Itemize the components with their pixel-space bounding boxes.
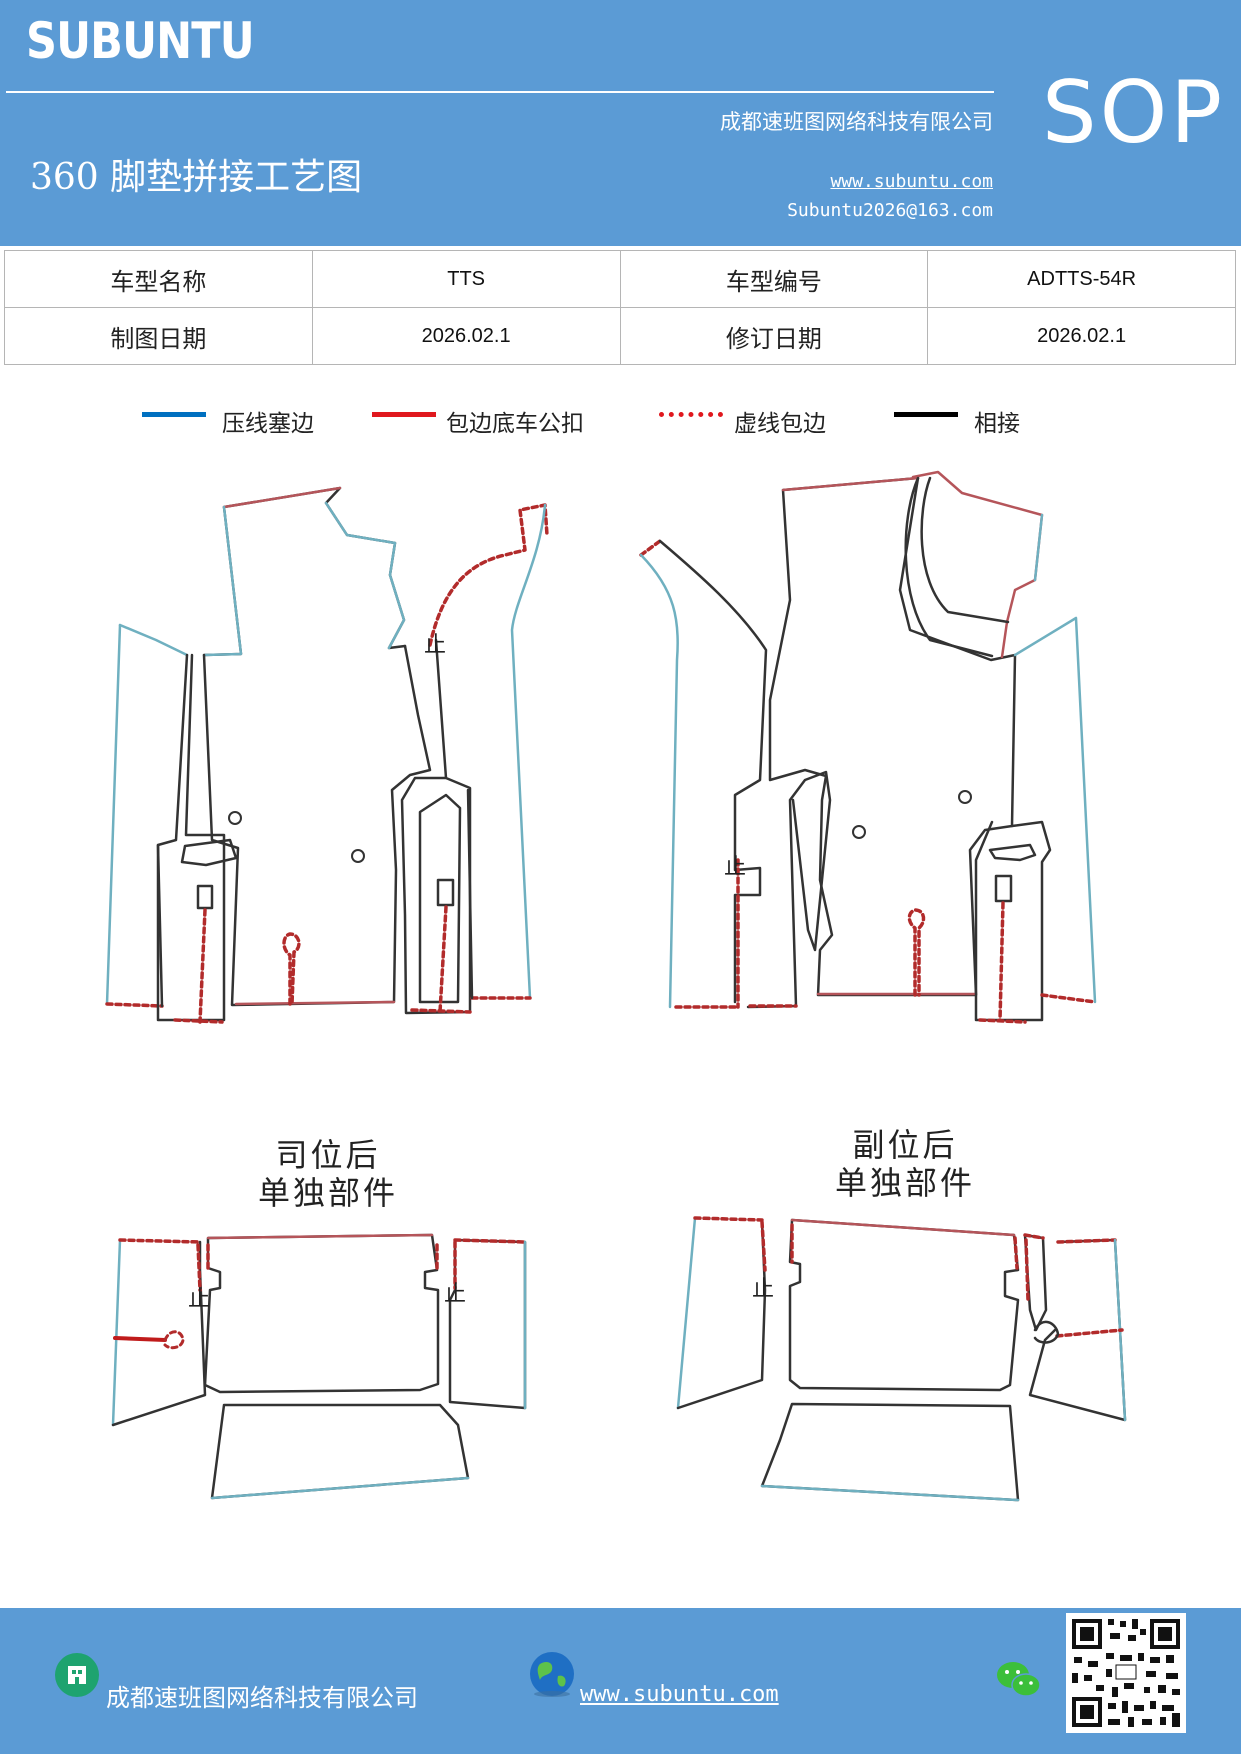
revise-date-value: 2026.02.1	[927, 307, 1236, 365]
passenger-front-mat: 止	[639, 470, 1097, 1024]
floor-mat-splicing-diagram: 止	[105, 470, 1127, 1502]
legend-label: 虚线包边	[734, 411, 826, 437]
draw-date-label: 制图日期	[4, 307, 313, 365]
caption-line: 单独部件	[834, 1164, 975, 1202]
model-name-value: TTS	[311, 250, 621, 308]
table-row: 车型名称 TTS 车型编号 ADTTS-54R	[4, 250, 1236, 308]
revise-date-label: 修订日期	[619, 307, 929, 365]
legend-swatch	[372, 412, 436, 417]
header-company-name: 成都速班图网络科技有限公司	[720, 110, 993, 134]
legend-label: 压线塞边	[222, 411, 314, 437]
model-code-label: 车型编号	[619, 250, 929, 308]
driver-rear-caption: 司位后 单独部件	[226, 1136, 430, 1212]
document-title: 360 脚垫拼接工艺图	[30, 157, 363, 198]
header-website-link[interactable]: www.subuntu.com	[830, 171, 993, 192]
legend-swatch	[659, 412, 723, 417]
driver-front-mat: 止	[105, 486, 549, 1024]
svg-text:止: 止	[752, 1277, 774, 1302]
svg-text:止: 止	[444, 1282, 466, 1307]
legend-swatch	[142, 412, 206, 417]
footer-banner: 成都速班图网络科技有限公司 www.subuntu.com	[0, 1608, 1241, 1754]
brand-logo: SUBUNTU	[26, 12, 255, 70]
header-email: Subuntu2026@163.com	[787, 200, 993, 221]
svg-text:止: 止	[188, 1287, 210, 1312]
legend-label: 相接	[974, 411, 1020, 437]
header-divider	[6, 91, 994, 93]
table-row: 制图日期 2026.02.1 修订日期 2026.02.1	[4, 307, 1236, 365]
svg-text:止: 止	[724, 855, 746, 880]
model-name-label: 车型名称	[4, 250, 313, 308]
footer-company-name: 成都速班图网络科技有限公司	[106, 1684, 418, 1712]
passenger-rear-mat: 止	[676, 1216, 1127, 1502]
svg-text:止: 止	[424, 633, 446, 658]
legend-swatch	[894, 412, 958, 417]
globe-icon	[530, 1652, 574, 1697]
wechat-icon[interactable]	[996, 1660, 1042, 1700]
qr-code	[1066, 1613, 1186, 1733]
caption-line: 副位后	[852, 1126, 958, 1164]
header-banner: SUBUNTU 成都速班图网络科技有限公司 360 脚垫拼接工艺图 www.su…	[0, 0, 1241, 246]
legend: 压线塞边 包边底车公扣 虚线包边 相接	[0, 404, 1241, 440]
building-icon	[55, 1653, 99, 1697]
draw-date-value: 2026.02.1	[311, 307, 621, 365]
driver-rear-mat: 止 止	[111, 1233, 527, 1500]
legend-label: 包边底车公扣	[446, 411, 584, 437]
sop-badge: SOP	[1042, 63, 1226, 163]
caption-line: 司位后	[275, 1136, 381, 1174]
vehicle-info-table: 车型名称 TTS 车型编号 ADTTS-54R 制图日期 2026.02.1 修…	[4, 250, 1236, 365]
footer-website-link[interactable]: www.subuntu.com	[580, 1682, 779, 1707]
caption-line: 单独部件	[257, 1174, 398, 1212]
model-code-value: ADTTS-54R	[927, 250, 1236, 308]
passenger-rear-caption: 副位后 单独部件	[803, 1126, 1007, 1202]
